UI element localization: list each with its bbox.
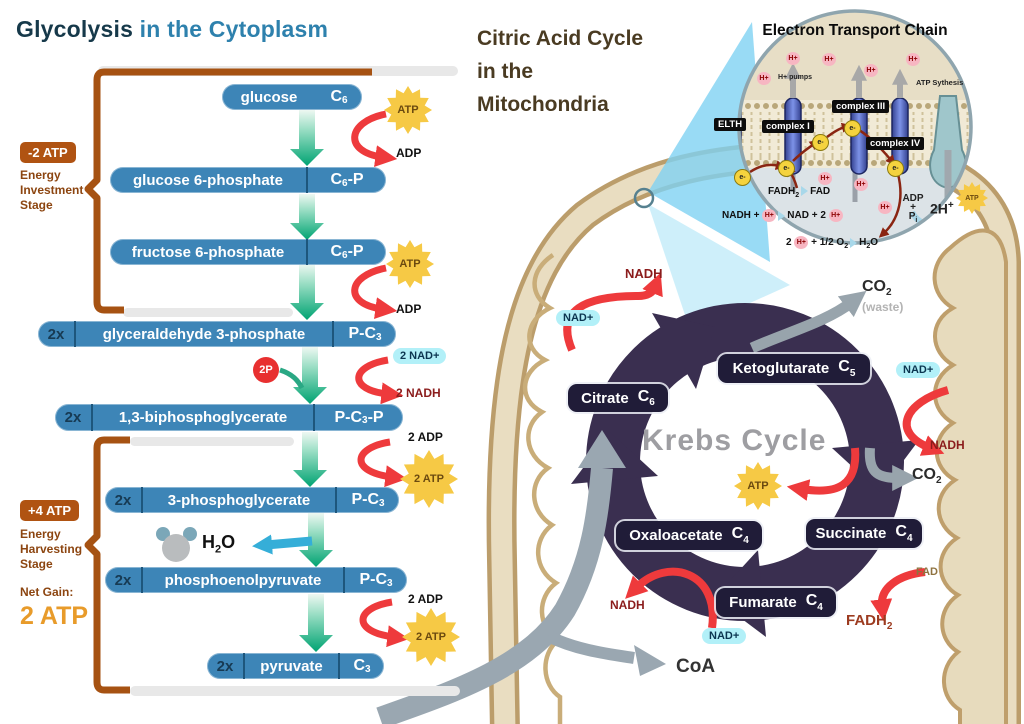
glycolysis-title: Glycolysis in the Cytoplasm [16,16,329,42]
electron-badge: e- [887,160,904,177]
green-arrows [290,110,333,652]
co2-arrow-top [749,290,867,354]
complex-3-label: complex III [832,100,890,113]
adp-label-1: ADP [396,146,422,160]
etc-callout [633,22,790,330]
adp-pi-label: ADP+Pi [902,193,924,225]
adp2-label-1: 2 ADP [408,430,443,444]
electron-badge: e- [844,120,861,137]
stage-brackets [84,68,372,694]
complex-1-label: complex I [762,120,814,133]
nad-pill-top: NAD+ [556,310,601,326]
nad-pill-right: NAD+ [896,362,941,378]
electron-badge: e- [812,134,829,151]
nadh-reaction: NADH + H+NAD + 2 H+ [722,209,843,222]
electron-badge: e- [734,169,751,186]
two-h-plus-label: 2H+ [930,200,954,217]
2p-circle: 2P [253,357,279,383]
nadh-label-glycolysis: 2 NADH [396,386,441,400]
glycolysis-bars [98,66,460,696]
co2-label-right: CO2 [912,466,942,487]
h-plus-badge: H+ [906,53,920,66]
waste-label: (waste) [862,300,904,314]
h-plus-badge: H+ [818,172,832,185]
electron-badge: e- [778,160,795,177]
h-pumps-label: H+ pumps [778,74,813,81]
nad-pill-glycolysis: 2 NAD+ [393,348,447,364]
glycolysis-red-arrows [351,110,410,648]
stage-harvesting-badge: +4 ATP [20,500,79,521]
net-gain-value: 2 ATP [20,602,89,630]
water-molecule [156,527,313,562]
adp-label-2: ADP [396,302,422,316]
h-plus-badge: H+ [822,53,836,66]
h-plus-badge: H+ [878,201,892,214]
adp2-label-2: 2 ADP [408,592,443,606]
complex-4-label: complex IV [866,137,925,150]
nad-pill-bottom: NAD+ [702,628,747,644]
h-plus-badge: H+ [854,178,868,191]
nadh-label-top: NADH [625,266,663,281]
co2-label-top: CO2 [862,278,892,299]
nadh-label-right: NADH [930,438,965,452]
stage-investment-badge: -2 ATP [20,142,76,163]
co2-arrow-right [864,447,919,491]
nadh-label-bottom: NADH [610,598,645,612]
h-plus-badge: H+ [786,52,800,65]
citric-acid-title: Citric Acid Cycle in the Mitochondria [477,27,644,116]
krebs-cycle-label: Krebs Cycle [642,424,827,457]
2p-merge-arrow [279,367,305,390]
atp-synthesis-label: ATP Sythesis [916,78,964,87]
fadh2-label: FADH2 [846,612,893,632]
complex-elth-label: ELTH [714,118,747,131]
net-gain-label: Net Gain: [20,585,74,599]
etc-title: Electron Transport Chain [762,22,948,39]
h-plus-badge: H+ [864,64,878,77]
h-plus-badge: H+ [757,72,771,85]
h2o-label: H2O [202,532,236,556]
fad-label: FAD [916,566,938,578]
coa-label: CoA [676,656,716,677]
